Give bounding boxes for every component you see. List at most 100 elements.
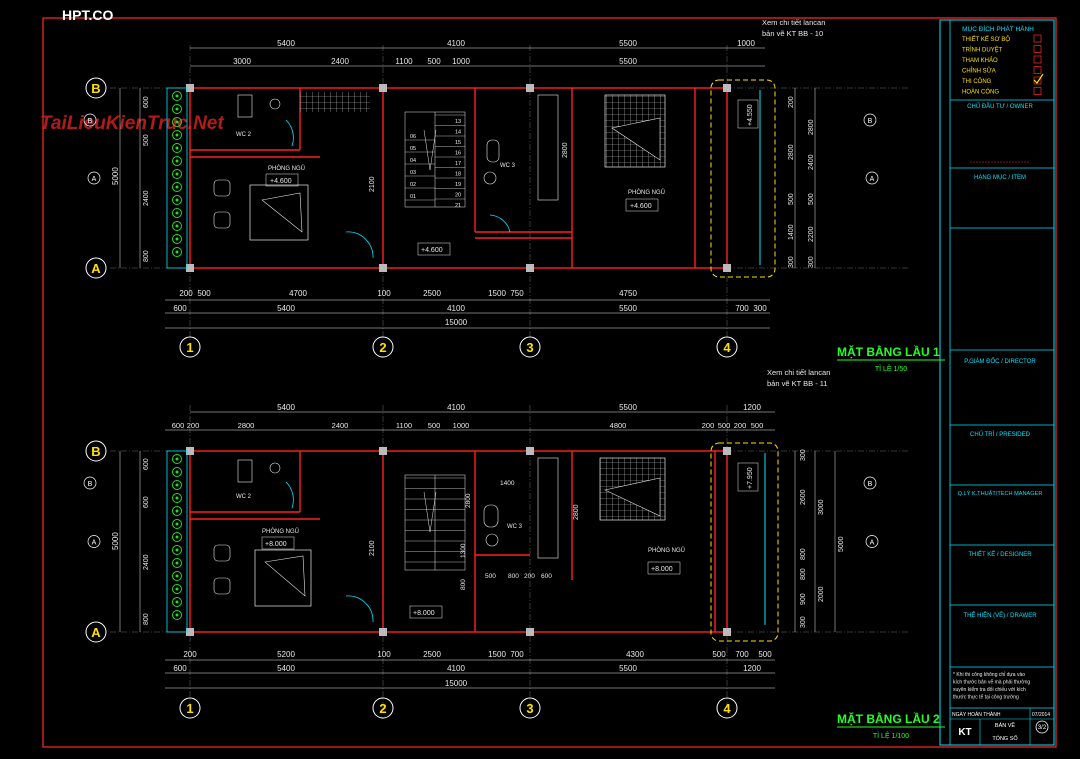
grid-label: 2 bbox=[379, 701, 386, 716]
plan2-bottom2-dim-3: 4100 bbox=[447, 664, 465, 673]
plant-icon bbox=[172, 143, 182, 153]
dimension-text: 200 bbox=[734, 421, 747, 430]
plan2-level-bed1: +8.000 bbox=[265, 541, 287, 548]
plan1-bottom2-dim-5: 700 bbox=[735, 304, 749, 313]
plant-icon bbox=[172, 454, 182, 464]
plant-core bbox=[175, 587, 179, 591]
plan1-room-bed1: PHÒNG NGỦ bbox=[268, 165, 305, 172]
watermark: TaiLieuKienTruc.Net bbox=[40, 113, 224, 134]
purpose-title: MỤC ĐÍCH PHÁT HÀNH bbox=[962, 24, 1034, 33]
purpose-item: TRÌNH DUYỆT bbox=[962, 46, 1003, 54]
plan1-top2-dim-2: 2400 bbox=[331, 57, 349, 66]
plan2-top-dim-1: 5400 bbox=[277, 403, 295, 412]
stair-number: 20 bbox=[455, 193, 461, 199]
plan1-bottom2-dim-1: 600 bbox=[173, 304, 187, 313]
plan1-right-dim-b2: 2400 bbox=[808, 154, 815, 170]
plant-core bbox=[175, 548, 179, 552]
grid-label: 4 bbox=[723, 701, 731, 716]
plan2-note-1: Xem chi tiết lancan bbox=[767, 368, 830, 377]
plant-core bbox=[175, 470, 179, 474]
stair-number: 16 bbox=[455, 151, 461, 157]
designer-label: THIẾT KẾ / DESIGNER bbox=[968, 551, 1032, 558]
sheet-frame bbox=[42, 17, 1057, 748]
grid-label: A bbox=[91, 261, 101, 276]
plant-icon bbox=[172, 247, 182, 257]
plan1-left-total: 5000 bbox=[111, 167, 120, 185]
stair-number: 06 bbox=[410, 134, 416, 140]
plant-icon bbox=[172, 532, 182, 542]
plant-icon bbox=[172, 234, 182, 244]
plan1-level-hall: +4.600 bbox=[421, 247, 443, 254]
total-label: TỔNG SỐ bbox=[992, 735, 1018, 742]
plant-core bbox=[175, 496, 179, 500]
dimension-text: 4300 bbox=[626, 650, 644, 659]
note-line: xuyên kiểm tra đối chiếu với kích bbox=[953, 686, 1026, 693]
plan1-total-length: 15000 bbox=[445, 318, 468, 327]
note-line: thước thực tế tại công trường bbox=[953, 695, 1019, 701]
plan2-left-total: 5000 bbox=[111, 532, 120, 550]
plan1-level-bed1: +4.600 bbox=[270, 178, 292, 185]
plan2-room-wc3: WC 3 bbox=[507, 524, 523, 530]
plant-core bbox=[175, 613, 179, 617]
plant-core bbox=[175, 146, 179, 150]
grid-label: A bbox=[91, 625, 101, 640]
plan2-left-dim-3: 2400 bbox=[143, 554, 150, 570]
plan2-inner-dim: 200 bbox=[524, 573, 535, 580]
dimension-text: 1000 bbox=[453, 421, 470, 430]
dimension-text: 4750 bbox=[619, 289, 637, 298]
purpose-checkbox bbox=[1033, 45, 1042, 53]
date-label: NGÀY HOÀN THÀNH bbox=[952, 711, 1001, 718]
dimension-text: 5200 bbox=[277, 650, 295, 659]
stair-number: 05 bbox=[410, 146, 416, 152]
plan1-bottom2-dim-2: 5400 bbox=[277, 304, 295, 313]
plan1-right-dim-a1: 200 bbox=[788, 96, 795, 108]
stair-number: 01 bbox=[410, 194, 416, 200]
plan2-right-total: 5000 bbox=[838, 536, 845, 552]
plan2-bottom2-dim-4: 5500 bbox=[619, 664, 637, 673]
plan1-top-dim-2: 4100 bbox=[447, 39, 465, 48]
plan1-top2-dim-4: 500 bbox=[427, 57, 441, 66]
plant-icon bbox=[172, 195, 182, 205]
section-marker bbox=[865, 535, 879, 548]
grid-bubble bbox=[85, 440, 107, 462]
plant-core bbox=[175, 133, 179, 137]
note-line: kích thước bản vẽ mà phải thường bbox=[953, 680, 1030, 686]
plant-core bbox=[175, 561, 179, 565]
plant-icon bbox=[172, 610, 182, 620]
plan1-left-dim-3: 2400 bbox=[143, 190, 150, 206]
grid-label: B bbox=[91, 444, 100, 459]
purpose-item: THI CÔNG bbox=[962, 78, 992, 85]
grid-label: 3 bbox=[526, 340, 533, 355]
plan2-top-dim-2: 4100 bbox=[447, 403, 465, 412]
item-label: HẠNG MỤC / ITEM bbox=[974, 175, 1026, 181]
plan-floor-1: 5400 4100 5500 1000 3000 2400 1100 500 1… bbox=[83, 18, 945, 373]
plant-icon bbox=[172, 571, 182, 581]
dimension-text: 200 bbox=[183, 650, 197, 659]
stair-number: 02 bbox=[410, 182, 416, 188]
plant-core bbox=[175, 600, 179, 604]
stair-number: 17 bbox=[455, 161, 461, 167]
plant-core bbox=[175, 172, 179, 176]
dimension-text: 100 bbox=[377, 289, 391, 298]
date-value: 07/2014 bbox=[1032, 712, 1050, 718]
plant-icon bbox=[172, 467, 182, 477]
plan2-left-dim-2: 600 bbox=[143, 496, 150, 508]
plant-icon bbox=[172, 558, 182, 568]
grid-bubble bbox=[519, 336, 541, 358]
discipline-code: KT bbox=[958, 727, 971, 738]
plan1-left-dim-1: 600 bbox=[143, 96, 150, 108]
director-label: P.GIÁM ĐỐC / DIRECTOR bbox=[964, 358, 1036, 365]
plant-core bbox=[175, 224, 179, 228]
plant-core bbox=[175, 483, 179, 487]
plan2-room-wc2: WC 2 bbox=[236, 494, 252, 500]
plan1-right-dim-b1: 2800 bbox=[808, 119, 815, 135]
plan1-top2-dim-1: 3000 bbox=[233, 57, 251, 66]
plan1-top2-dim-3: 1100 bbox=[395, 57, 413, 66]
plan1-note-2: bản vẽ KT BB - 10 bbox=[762, 29, 823, 38]
dimension-text: 500 bbox=[758, 650, 772, 659]
plan1-room-wc2: WC 2 bbox=[236, 132, 252, 138]
plant-icon bbox=[172, 221, 182, 231]
plant-core bbox=[175, 237, 179, 241]
plant-icon bbox=[172, 545, 182, 555]
